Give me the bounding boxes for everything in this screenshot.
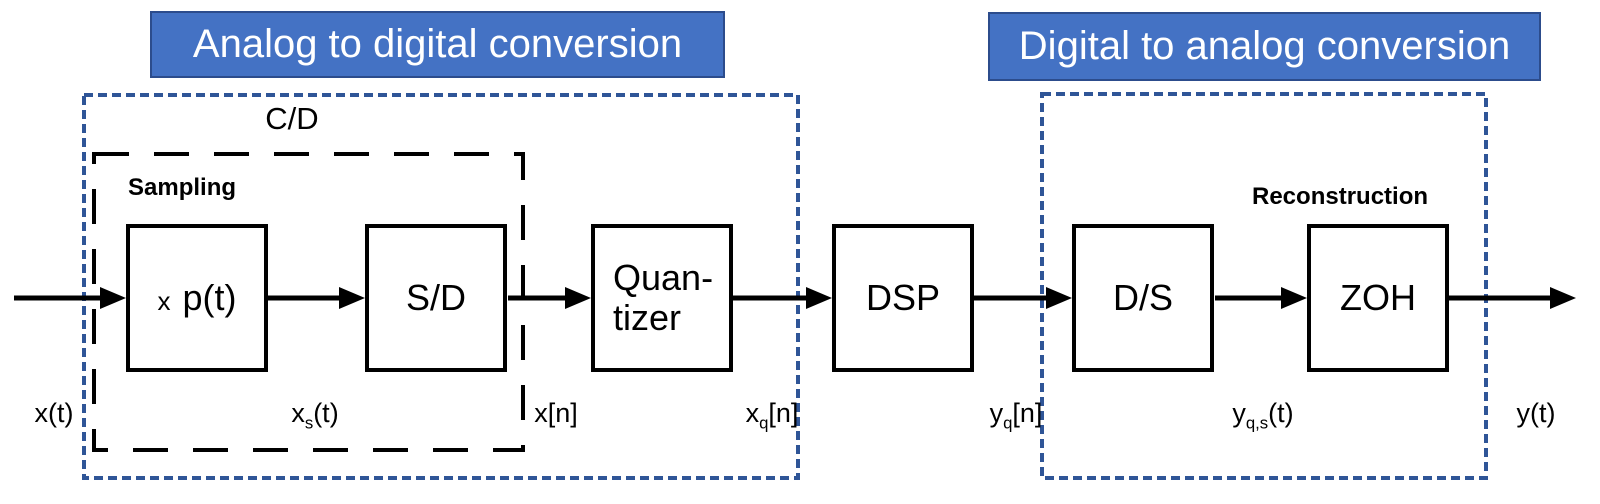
block-dsp-label: DSP [865,277,941,319]
block-quantizer-label: Quan- tizer [613,257,714,338]
signal-label-xt: x(t) [34,398,74,428]
dac-section-header: Digital to analog conversion [988,12,1541,81]
output-arrow [1448,287,1576,309]
arrow-ds-to-zoh [1215,287,1307,309]
sampling-group-label: Sampling [128,174,237,201]
block-sd-label: S/D [405,277,466,319]
dac-boundary-dashed [1040,92,1488,480]
signal-label-xn: x[n] [534,398,578,428]
block-discrete-to-sample: D/S [1072,224,1214,372]
block-dsp: DSP [832,224,974,372]
reconstruction-group-label: Reconstruction [1252,183,1429,210]
signal-label-yt: y(t) [1516,398,1556,428]
adc-section-header: Analog to digital conversion [150,11,725,78]
arrow-sd-to-quantizer [508,287,591,309]
cd-group-label: C/D [265,101,319,136]
input-arrow [14,287,126,309]
signal-label-xst: xs(t) [291,398,339,433]
block-quantizer: Quan- tizer [591,224,733,372]
adc-boundary-dashed [82,93,800,480]
arrow-dsp-to-ds [973,287,1072,309]
cd-boundary-dashed [92,152,525,452]
signal-label-xqn: xq[n] [745,398,799,433]
block-ds-label: D/S [1112,277,1173,319]
block-zoh-label: ZOH [1340,277,1416,319]
signal-label-yqn: yq[n] [989,398,1043,433]
signal-label-yqst: yq,s(t) [1232,398,1294,433]
arrow-multiplier-to-sd [268,287,365,309]
block-sample-to-discrete: S/D [365,224,507,372]
arrow-quantizer-to-dsp [733,287,832,309]
block-zero-order-hold: ZOH [1307,224,1449,372]
